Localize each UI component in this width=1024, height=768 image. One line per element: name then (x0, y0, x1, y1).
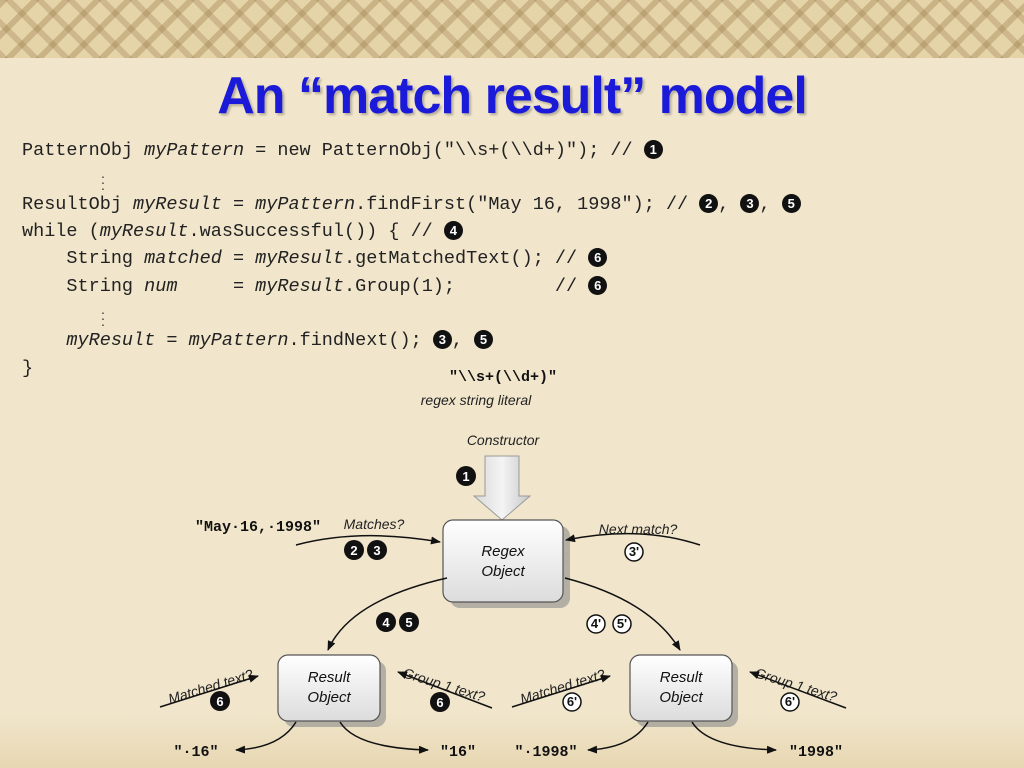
step-3-prime-label: 3' (629, 544, 639, 559)
result-object-label: Object (659, 689, 703, 706)
constructor-arrow-icon (472, 455, 532, 521)
step-6-icon: 6 (588, 276, 608, 295)
step-6-icon (430, 692, 450, 712)
input-string: "May·16,·1998" (195, 519, 321, 536)
regex-object-label: Regex (481, 543, 525, 560)
matched-text-arrow-right (511, 674, 611, 708)
step-5-prime-icon (612, 614, 632, 634)
step-6-prime-icon (780, 692, 800, 712)
decorative-banner-top (0, 0, 1024, 58)
step-1-icon: 1 (643, 140, 663, 159)
code-line-5: String num = myResult.Group(1); // 6 (22, 276, 608, 297)
group1-arrow-left (397, 671, 493, 709)
step-5-icon (399, 612, 419, 632)
output-arrow-left-group (339, 721, 429, 754)
step-6-icon: 6 (588, 248, 608, 267)
step-6-label: 6 (436, 695, 443, 710)
ellipsis-vertical-icon: ... (101, 165, 105, 193)
step-6-label: 6 (216, 694, 223, 709)
step-5-icon: 5 (781, 194, 801, 213)
step-5-icon: 5 (474, 330, 494, 349)
next-match-arrow (565, 532, 701, 546)
right-branch-arrow (564, 577, 681, 651)
result-object-label: Object (307, 689, 351, 706)
group1-arrow-right (749, 671, 847, 709)
left-branch-arrow (327, 577, 448, 651)
result-object-label: Result (660, 669, 703, 686)
output-left-group: "16" (440, 744, 476, 761)
step-2-icon (344, 540, 364, 560)
code-line-3: while (myResult.wasSuccessful()) { // 4 (22, 221, 463, 242)
code-line-4: String matched = myResult.getMatchedText… (22, 248, 608, 269)
step-4-icon: 4 (443, 221, 463, 240)
output-arrow-left-matched (235, 721, 297, 754)
step-5-label: 5 (405, 615, 412, 630)
output-arrow-right-group (691, 721, 777, 754)
result-object-label: Result (308, 669, 351, 686)
step-4-prime-label: 4' (591, 616, 601, 631)
regex-literal-caption: regex string literal (421, 392, 532, 408)
step-6-prime-label: 6' (785, 694, 795, 709)
step-2-label: 2 (350, 543, 357, 558)
step-2-icon: 2 (699, 194, 719, 213)
code-line-6: myResult = myPattern.findNext(); 3, 5 (22, 330, 494, 351)
step-6-icon (210, 691, 230, 711)
step-3-icon: 3 (432, 330, 452, 349)
decorative-banner-bottom (0, 712, 1024, 768)
regex-object-box (442, 519, 564, 603)
code-line-2: ResultObj myResult = myPattern.findFirst… (22, 194, 801, 215)
ellipsis-vertical-icon: ... (101, 301, 105, 329)
constructor-label: Constructor (467, 432, 541, 448)
step-4-icon (376, 612, 396, 632)
step-3-icon (367, 540, 387, 560)
matches-label: Matches? (344, 516, 405, 532)
step-1-icon (456, 466, 476, 486)
output-arrow-right-matched (587, 721, 649, 754)
output-right-group: "1998" (789, 744, 843, 761)
step-4-label: 4 (382, 615, 390, 630)
output-right-matched: "·1998" (514, 744, 577, 761)
regex-object-label: Object (481, 563, 525, 580)
regex-literal: "\\s+(\\d+)" (449, 369, 557, 386)
step-3-icon: 3 (740, 194, 760, 213)
matched-text-arrow-left (159, 674, 259, 708)
step-6-prime-label: 6' (567, 694, 577, 709)
step-3-label: 3 (373, 543, 380, 558)
result-object-left-box (277, 654, 381, 722)
result-object-right-box (629, 654, 733, 722)
step-5-prime-label: 5' (617, 616, 627, 631)
step-3-prime-icon (624, 542, 644, 562)
code-line-1: PatternObj myPattern = new PatternObj("\… (22, 140, 663, 161)
output-left-matched: "·16" (173, 744, 218, 761)
step-1-label: 1 (462, 469, 469, 484)
code-line-7: } (22, 358, 34, 379)
page-title: An “match result” model (217, 67, 808, 125)
step-4-prime-icon (586, 614, 606, 634)
step-6-prime-icon (562, 692, 582, 712)
matches-arrow (295, 534, 441, 546)
